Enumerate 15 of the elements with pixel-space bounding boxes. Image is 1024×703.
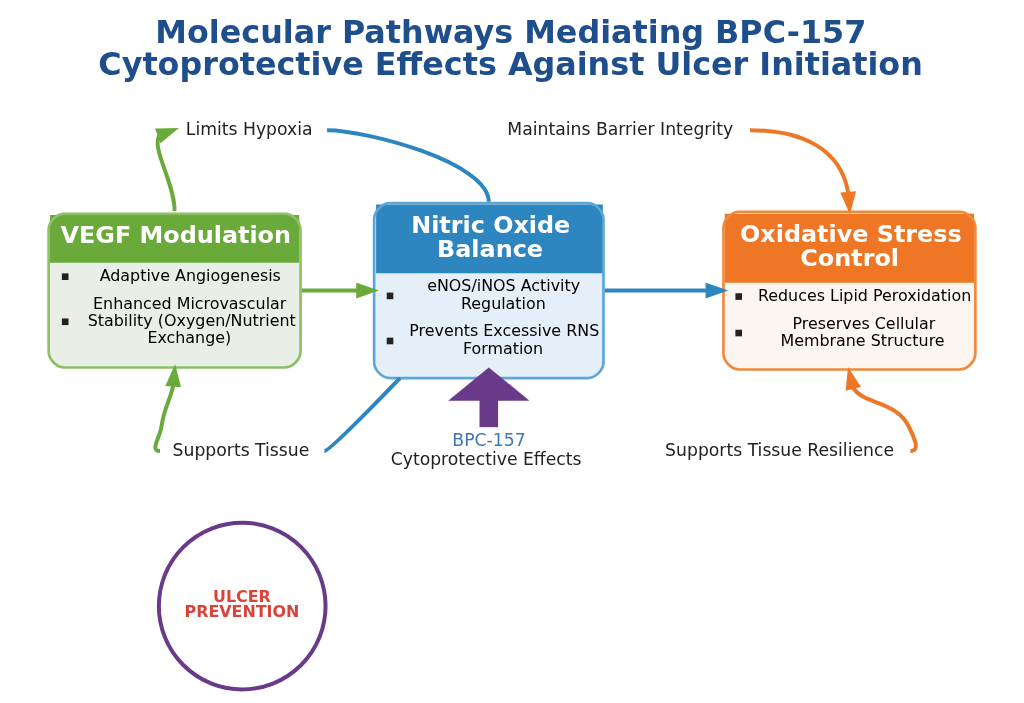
- arrow: [301, 282, 379, 299]
- node-text: Maintains Barrier Integrity: [507, 118, 734, 139]
- connector: [323, 376, 402, 453]
- arrow: [448, 367, 530, 428]
- node-text: Limits Hypoxia: [185, 118, 313, 139]
- node-text: BPC-157 Cytoprotective Effects: [390, 430, 582, 469]
- arrow: [749, 128, 857, 215]
- node-text: Supports Tissue Resilience: [665, 439, 895, 460]
- node-circle: ULCER PREVENTION: [156, 520, 328, 692]
- arrow: [604, 282, 729, 299]
- node-text: Supports Tissue: [172, 439, 310, 460]
- arrow: [845, 366, 918, 453]
- diagram-title: Molecular Pathways Mediating BPC-157 Cytoprotective Effects Against Ulcer Initiation: [98, 12, 923, 83]
- arrow: [154, 128, 179, 212]
- connector: [326, 128, 491, 203]
